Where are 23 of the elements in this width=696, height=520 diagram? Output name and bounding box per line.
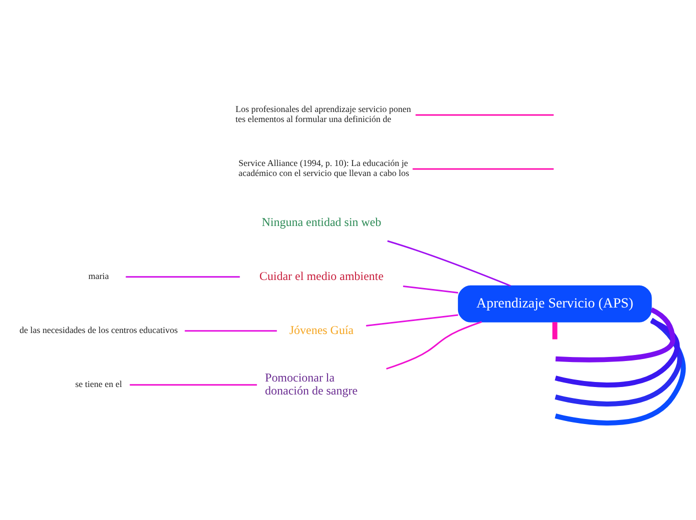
connector xyxy=(555,307,676,362)
node-text: Service Alliance (1994, p. 10): La educación je académico con el servicio que llevan a cabo los xyxy=(238,158,410,178)
node-text: Pomocionar la donación de sangre xyxy=(265,370,358,398)
connector xyxy=(554,318,680,388)
connector xyxy=(412,168,554,170)
connector xyxy=(387,240,511,287)
connector xyxy=(386,321,482,370)
connector xyxy=(184,330,277,332)
node-text: Jóvenes Guía xyxy=(289,322,354,337)
connector xyxy=(416,114,554,116)
connector xyxy=(126,276,240,278)
connector xyxy=(554,318,682,406)
node-text: se tiene en el xyxy=(75,379,122,390)
connector xyxy=(130,384,257,386)
connector xyxy=(366,314,458,326)
node-text: de las necesidades de los centros educativos xyxy=(20,325,178,336)
node-text: Los profesionales del aprendizaje servicio ponen tes elementos al formular una definición de xyxy=(236,104,411,124)
node-text: maria xyxy=(88,271,109,282)
node-text: Cuidar el medio ambiente xyxy=(259,268,384,283)
node-box: Aprendizaje Servicio (APS) xyxy=(458,285,652,322)
connector xyxy=(552,322,558,340)
node-text: Ninguna entidad sin web xyxy=(262,215,382,230)
connector xyxy=(403,286,458,294)
